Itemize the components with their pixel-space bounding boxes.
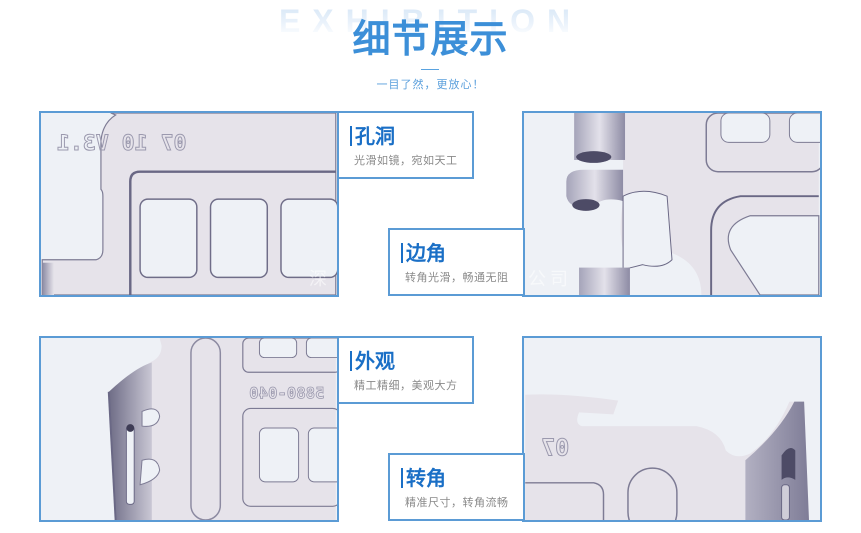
watermark-text: 深 <box>309 269 331 290</box>
plate-engraving: 07 <box>541 433 569 461</box>
section-header: EXHIBITION 细节展示 一目了然，更放心！ <box>0 0 861 100</box>
label-description: 精准尺寸，转角流畅 <box>405 496 509 509</box>
metal-plate-appearance-image: 5880-040 <box>107 338 337 520</box>
label-description: 精工精细，美观大方 <box>354 379 458 392</box>
accent-bar <box>350 351 352 371</box>
label-description: 光滑如镜，宛如天工 <box>354 154 458 167</box>
label-title: 转角 <box>406 466 446 490</box>
accent-bar <box>350 126 352 146</box>
label-card-edges: 边角 转角光滑，畅通无阻 <box>388 228 525 296</box>
label-card-holes: 孔洞 光滑如镜，宛如天工 <box>337 111 474 179</box>
detail-photo-holes: 07 10 V3.1 深 <box>39 111 339 297</box>
detail-photo-corner: 07 <box>522 336 822 522</box>
detail-photo-edges: 公司 <box>522 111 822 297</box>
title-divider <box>421 69 439 70</box>
label-title: 孔洞 <box>355 124 395 148</box>
label-title: 外观 <box>355 349 395 373</box>
accent-bar <box>401 243 403 263</box>
metal-plate-holes-image: 07 10 V3.1 <box>41 113 337 295</box>
label-description: 转角光滑，畅通无阻 <box>405 271 509 284</box>
detail-photo-appearance: 5880-040 <box>39 336 339 522</box>
section-title: 细节展示 <box>352 17 509 61</box>
section-subtitle: 一目了然，更放心！ <box>376 78 485 91</box>
label-card-corner: 转角 精准尺寸，转角流畅 <box>388 453 525 521</box>
accent-bar <box>401 468 403 488</box>
watermark-text: 公司 <box>528 269 572 290</box>
metal-plate-corner-image: 07 <box>525 394 809 520</box>
plate-engraving: 07 10 V3.1 <box>57 131 187 156</box>
plate-engraving: 5880-040 <box>249 384 324 403</box>
label-title: 边角 <box>406 241 446 265</box>
metal-plate-edges-image <box>566 113 820 295</box>
label-card-appearance: 外观 精工精细，美观大方 <box>337 336 474 404</box>
background-word: EXHIBITION <box>0 4 861 38</box>
